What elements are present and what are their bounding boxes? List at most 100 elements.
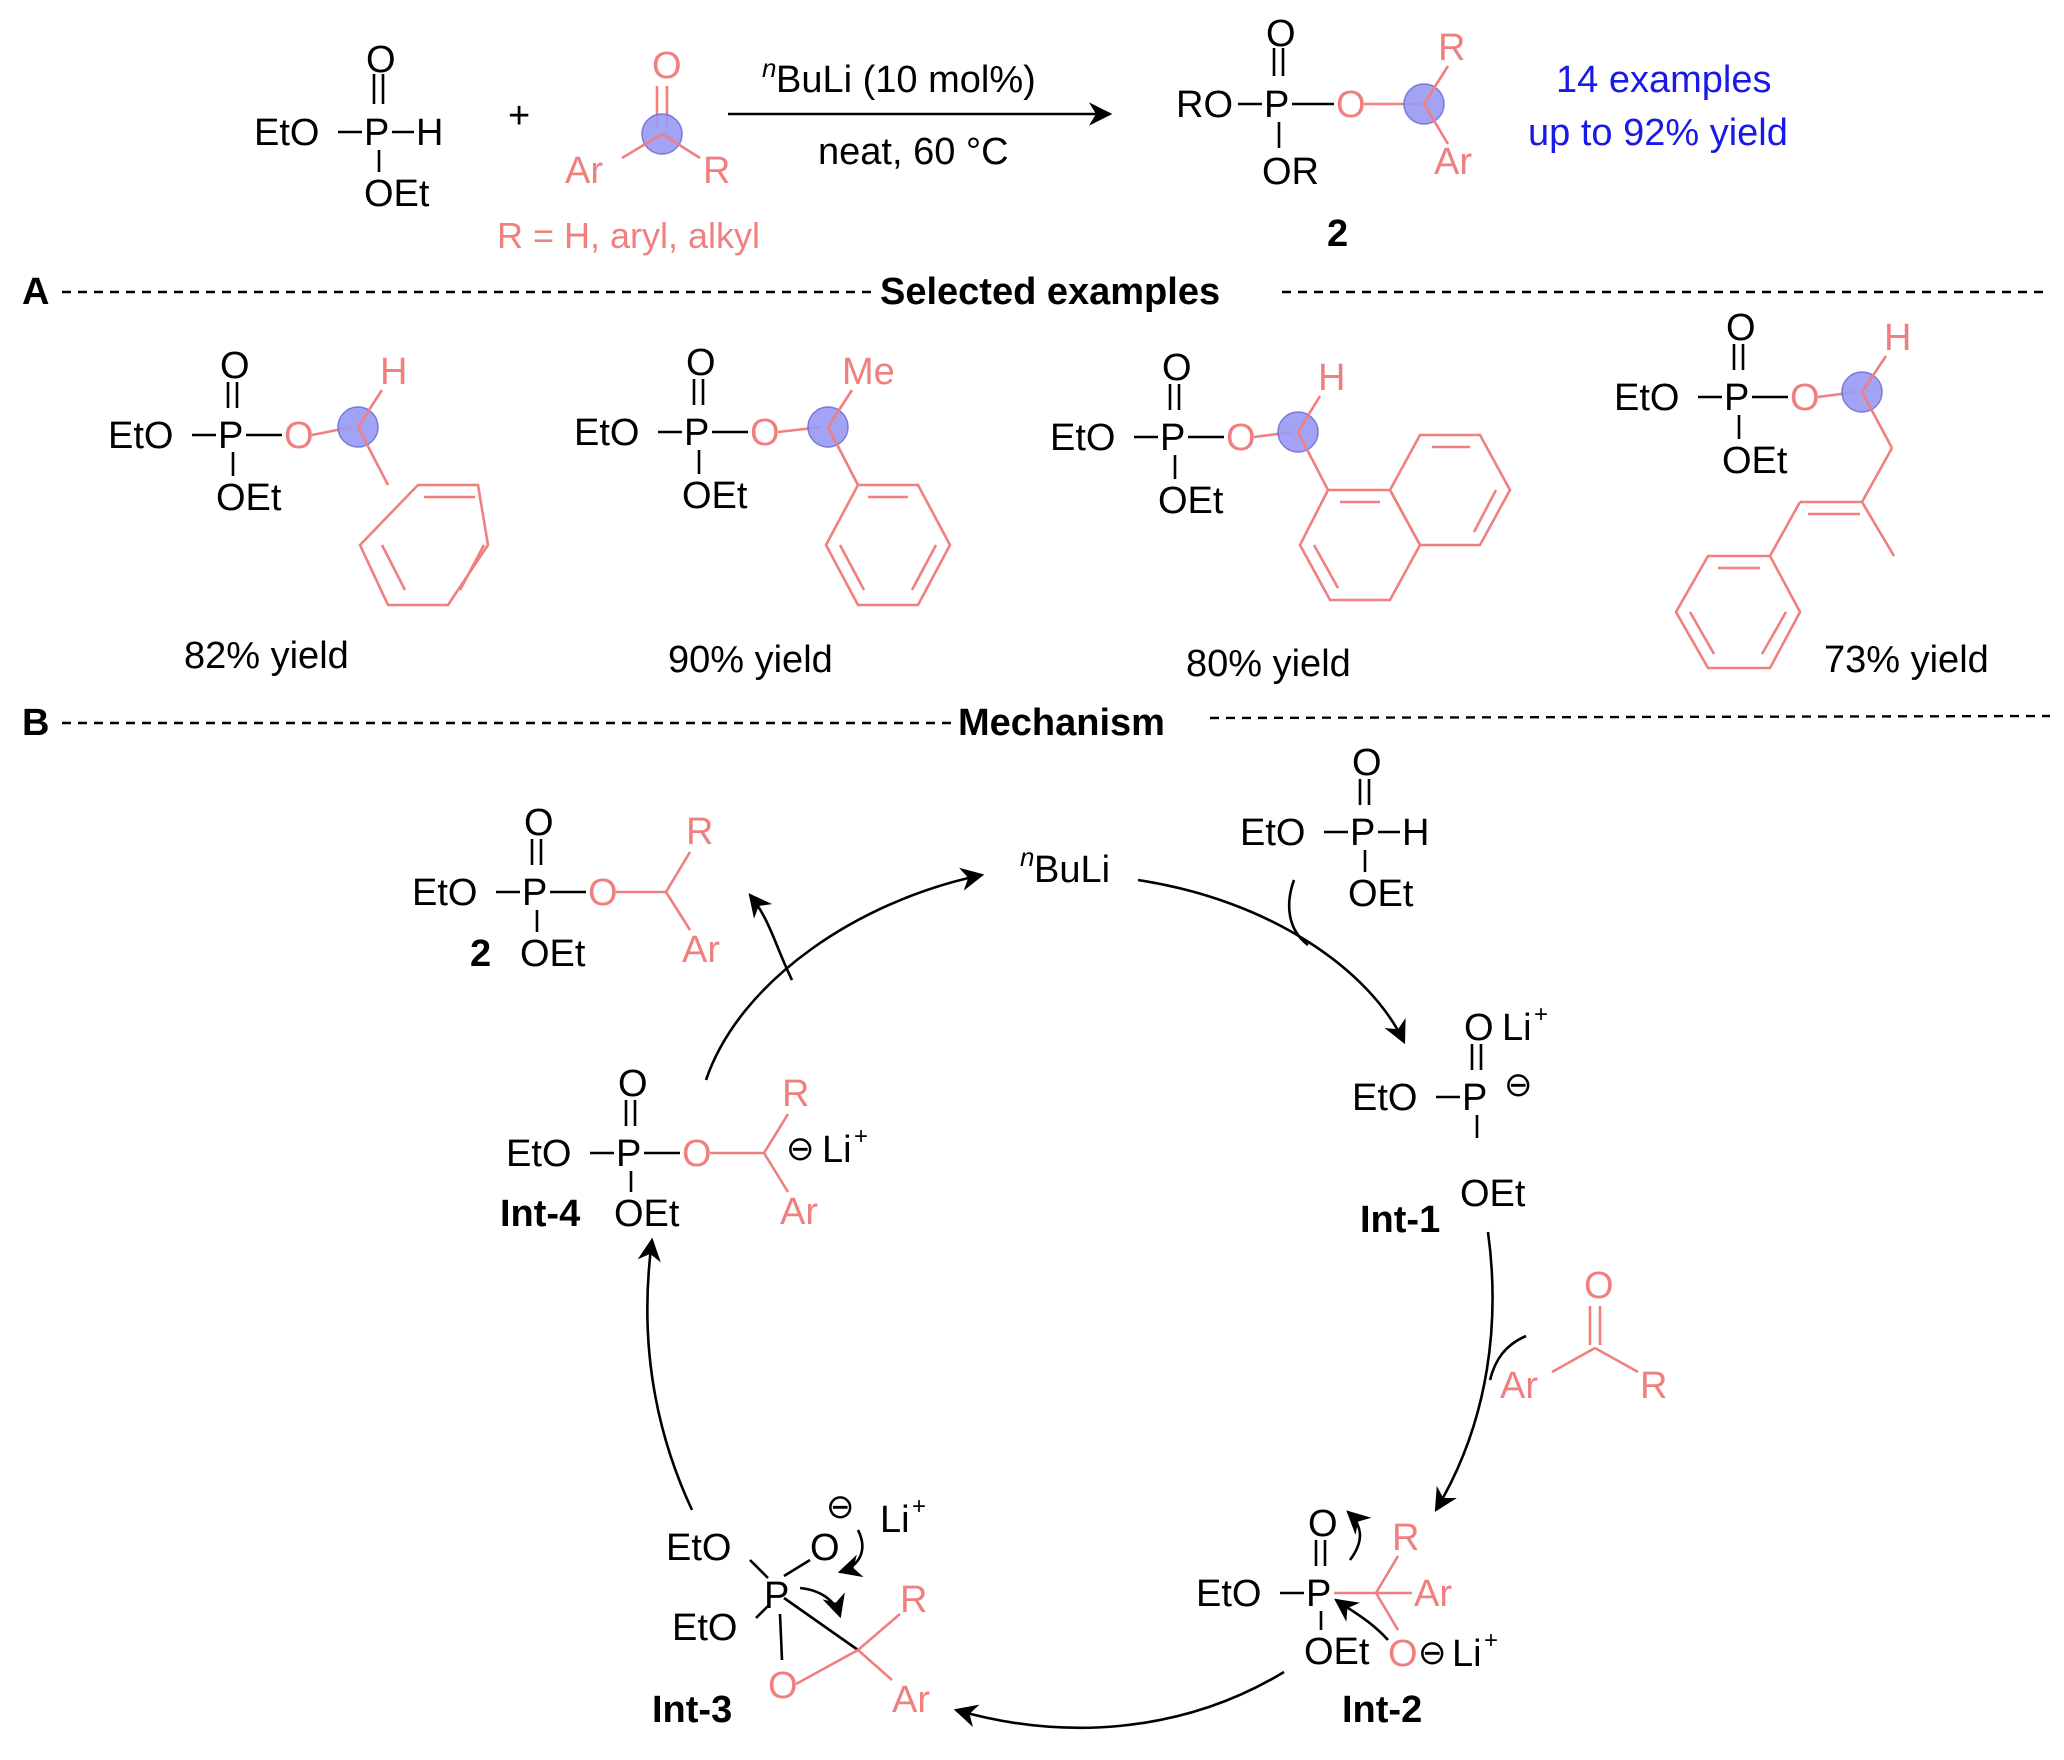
int2-plus: +: [1484, 1627, 1498, 1654]
ex2-o-ester: O: [750, 412, 780, 454]
int2-ar: Ar: [1414, 1573, 1452, 1615]
carbonyl-ar-label: Ar: [565, 150, 603, 192]
conditions-catalyst: BuLi (10 mol%): [776, 59, 1036, 101]
int4-label: Int-4: [500, 1193, 580, 1235]
cyc-prod-r: R: [686, 811, 713, 853]
ex3-eto: EtO: [1050, 417, 1115, 459]
reagent-o-label: O: [366, 39, 396, 81]
arrow-int2-to-int3: [953, 1670, 1285, 1730]
arrow-int1-to-int2: [1434, 1231, 1494, 1513]
ex2-eto: EtO: [574, 412, 639, 454]
int2-eto: EtO: [1196, 1573, 1261, 1615]
plus-sign: +: [508, 95, 530, 137]
product-ar-label: Ar: [1434, 141, 1472, 183]
ex4-eto: EtO: [1614, 377, 1679, 419]
product-o-top: O: [1266, 13, 1296, 55]
int3-ar: Ar: [892, 1679, 930, 1721]
example-2-structure: EtO P O O Me OEt 90% yield: [574, 342, 952, 681]
int2-curly-arrow-top: [1346, 1510, 1372, 1561]
int4-eto: EtO: [506, 1133, 571, 1175]
example-1-structure: EtO P O O H OEt 82% yield: [108, 345, 490, 677]
int1-label: Int-1: [1360, 1199, 1440, 1241]
int2-r: R: [1392, 1517, 1419, 1559]
int3-minus: ⊖: [826, 1488, 855, 1526]
reaction-conditions: n BuLi (10 mol%) neat, 60 °C: [728, 53, 1113, 173]
int4-o-top: O: [618, 1063, 648, 1105]
int4-plus: +: [854, 1123, 868, 1150]
cyc-ketone-r: R: [1640, 1365, 1667, 1407]
cyc-phos-eto: EtO: [1240, 812, 1305, 854]
int-3-structure: EtO EtO P O ⊖ Li + O R Ar Int-3: [652, 1488, 930, 1731]
int1-eto: EtO: [1352, 1077, 1417, 1119]
int1-o-top: O: [1464, 1007, 1494, 1049]
catalyst-text: BuLi: [1034, 849, 1110, 891]
top-reagent-diethyl-phosphite: EtO P O H OEt: [254, 39, 443, 215]
int4-ar: Ar: [780, 1191, 818, 1233]
section-b-header: B Mechanism: [22, 702, 2051, 744]
ex4-o-ester: O: [1790, 377, 1820, 419]
reagent-eto-label: EtO: [254, 112, 319, 154]
conditions-n-superscript: n: [762, 53, 776, 83]
arrow-int3-to-int4: [637, 1237, 694, 1511]
ex2-substituent: Me: [842, 351, 895, 393]
cycle-phosphite: EtO P O H OEt: [1240, 742, 1429, 915]
int3-curly-arrow-top: [837, 1529, 864, 1578]
arrow-catalyst-to-int1: [1137, 878, 1406, 1045]
cyc-prod-o-top: O: [524, 802, 554, 844]
ex4-oet: OEt: [1722, 440, 1788, 482]
example-4-structure: EtO P O O H OEt 73% yield: [1614, 307, 1989, 681]
int4-r: R: [782, 1073, 809, 1115]
int2-p: P: [1306, 1573, 1331, 1615]
product-or-label: OR: [1262, 151, 1319, 193]
ex1-eto: EtO: [108, 415, 173, 457]
arrow-ketone-in: [1488, 1334, 1527, 1381]
int4-oet: OEt: [614, 1193, 680, 1235]
int2-minus: ⊖: [1418, 1634, 1447, 1672]
cyc-prod-eto: EtO: [412, 872, 477, 914]
int1-oet: OEt: [1460, 1173, 1526, 1215]
carbonyl-o-label: O: [652, 45, 682, 87]
section-b-title: Mechanism: [958, 702, 1165, 744]
cyc-phos-p: P: [1350, 812, 1375, 854]
ex1-oet: OEt: [216, 477, 282, 519]
arrow-int4-to-catalyst: [704, 867, 985, 1081]
section-a-letter: A: [22, 271, 49, 313]
ex2-o-top: O: [686, 342, 716, 384]
ex1-substituent: H: [380, 351, 407, 393]
ex2-oet: OEt: [682, 475, 748, 517]
product-r-label: R: [1438, 27, 1465, 69]
catalytic-cycle-arrows: [637, 867, 1527, 1730]
int3-curly-arrow-bottom: [799, 1586, 845, 1619]
ex3-p: P: [1160, 417, 1185, 459]
int1-plus: +: [1534, 1001, 1548, 1028]
int4-li: Li: [822, 1129, 852, 1171]
ex1-yield: 82% yield: [184, 635, 349, 677]
cyc-ketone-o: O: [1584, 1265, 1614, 1307]
ex4-yield: 73% yield: [1824, 639, 1989, 681]
ex3-oet: OEt: [1158, 480, 1224, 522]
arrow-phosphite-in: [1287, 879, 1309, 947]
reagent-p-label: P: [364, 112, 389, 154]
ex4-phenyl-ring: [1674, 554, 1802, 670]
ex1-p: P: [218, 415, 243, 457]
int2-li: Li: [1452, 1633, 1482, 1675]
ex3-yield: 80% yield: [1186, 643, 1351, 685]
example-3-structure: EtO P O O H OEt 80% yield: [1050, 347, 1512, 685]
product-p-label: P: [1264, 84, 1289, 126]
product-o-ester: O: [1336, 84, 1366, 126]
int-2-structure: EtO P O R Ar O ⊖ Li + OEt Int-2: [1196, 1503, 1498, 1731]
int3-o-top: O: [810, 1527, 840, 1569]
int4-p: P: [616, 1133, 641, 1175]
int4-o-ester: O: [682, 1133, 712, 1175]
scope-summary: 14 examples up to 92% yield: [1528, 59, 1788, 154]
summary-examples: 14 examples: [1556, 59, 1771, 101]
ex3-naphthalene-rings: [1298, 433, 1512, 602]
substituent-note: R = H, aryl, alkyl: [497, 215, 760, 256]
ex1-o-top: O: [220, 345, 250, 387]
ex1-phenyl-ring: [358, 483, 490, 607]
ex2-yield: 90% yield: [668, 639, 833, 681]
cyc-phos-h: H: [1402, 812, 1429, 854]
summary-yield: up to 92% yield: [1528, 112, 1788, 154]
ex3-substituent: H: [1318, 357, 1345, 399]
